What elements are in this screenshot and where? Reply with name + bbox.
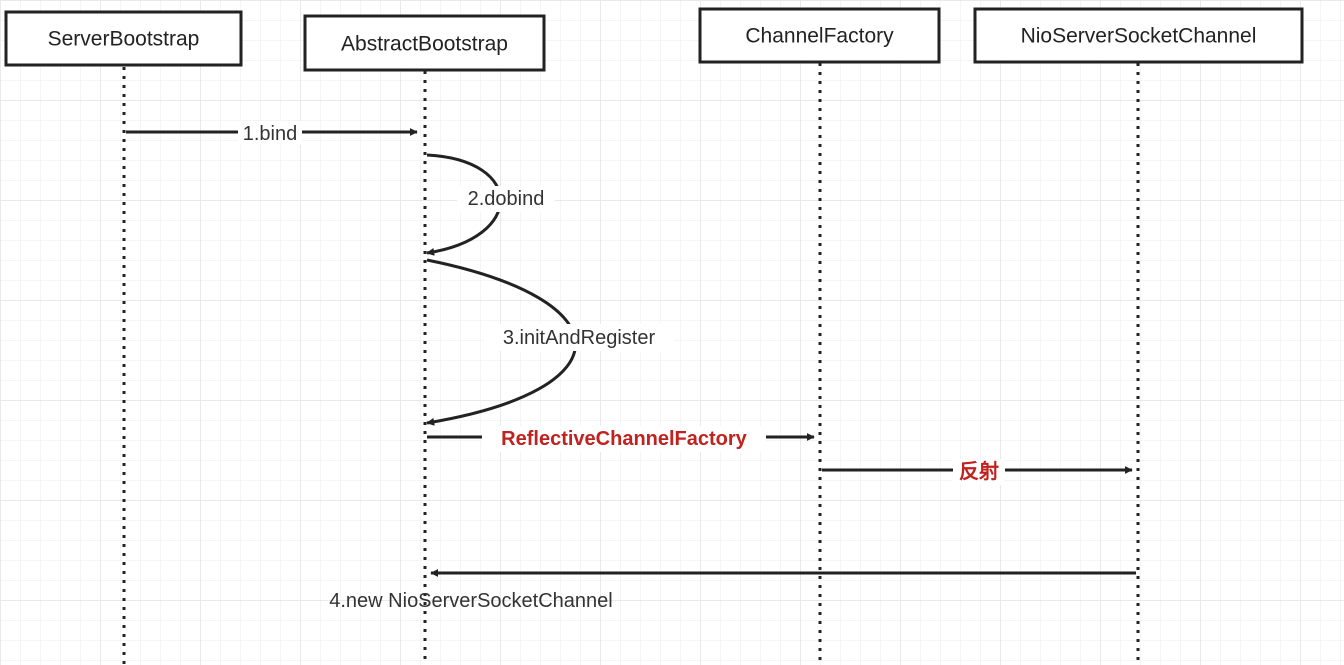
message-label-reflective-channel-factory: ReflectiveChannelFactory — [501, 428, 748, 450]
message-dobind: 2.dobind — [426, 153, 555, 256]
message-label-bind: 1.bind — [243, 123, 298, 145]
participant-label: ServerBootstrap — [48, 28, 200, 51]
message-label-init-and-register: 3.initAndRegister — [503, 327, 656, 349]
message-label-reflection: 反射 — [959, 459, 999, 483]
participant-label: AbstractBootstrap — [341, 33, 508, 56]
message-reflective-channel-factory: ReflectiveChannelFactory — [427, 426, 815, 452]
participant-nio-server-socket-channel: NioServerSocketChannel — [973, 7, 1304, 64]
message-bind: 1.bind — [126, 121, 418, 145]
participant-label: ChannelFactory — [745, 25, 894, 48]
message-label-new-nio-server-socket-channel: 4.new NioServerSocketChannel — [329, 590, 613, 612]
participant-abstract-bootstrap: AbstractBootstrap — [303, 14, 546, 72]
message-reflection: 反射 — [822, 459, 1133, 485]
message-init-and-register: 3.initAndRegister — [426, 258, 674, 426]
message-label-dobind: 2.dobind — [468, 188, 545, 210]
participant-server-bootstrap: ServerBootstrap — [4, 10, 243, 67]
participant-channel-factory: ChannelFactory — [698, 7, 941, 64]
participant-label: NioServerSocketChannel — [1021, 25, 1257, 48]
message-new-nio-server-socket-channel: 4.new NioServerSocketChannel — [329, 569, 1136, 612]
